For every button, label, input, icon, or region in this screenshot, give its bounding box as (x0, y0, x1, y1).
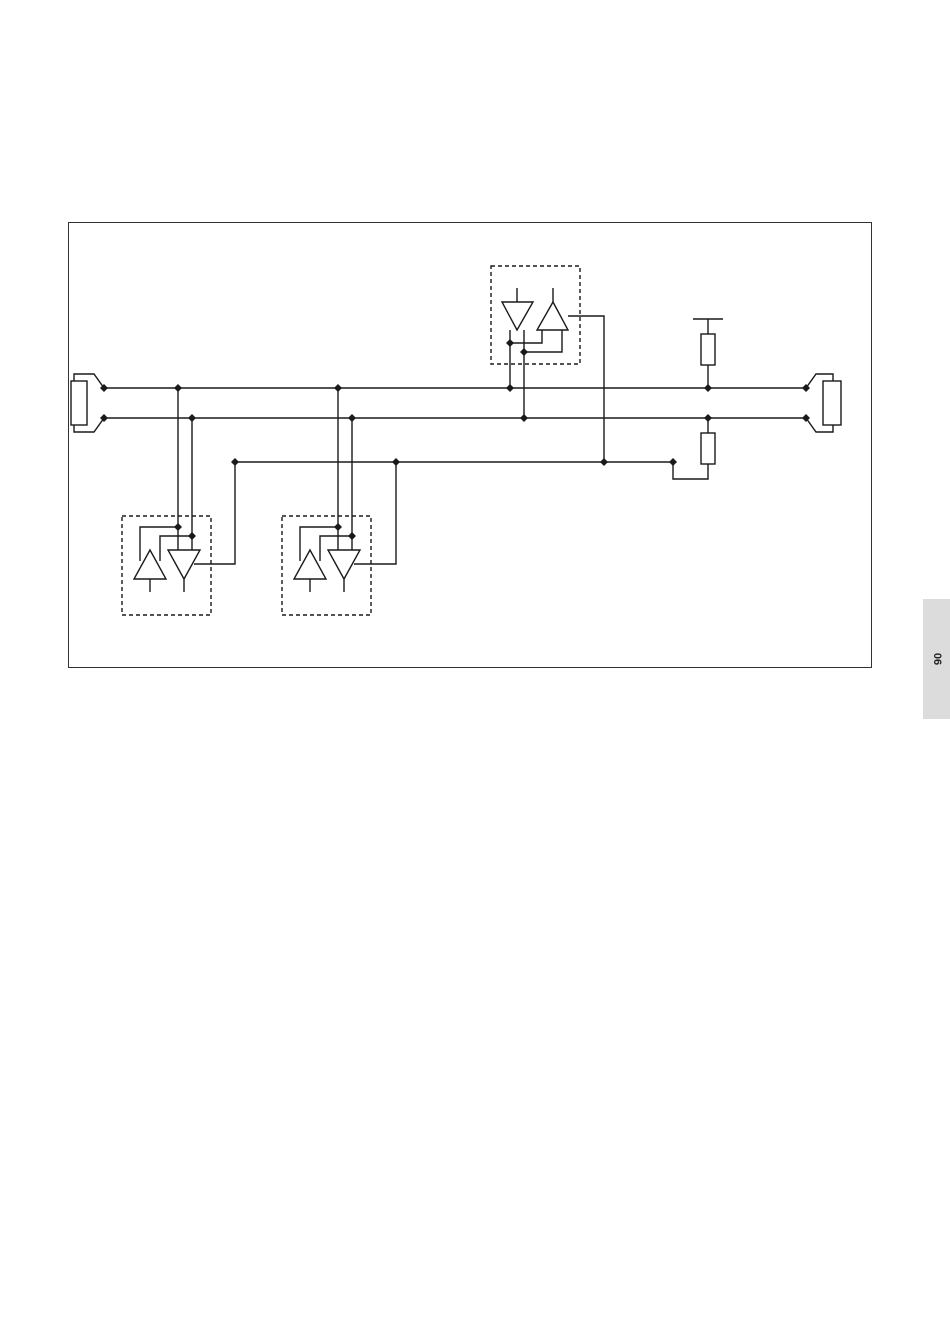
junction-dots (100, 339, 810, 540)
bus-schematic (68, 222, 872, 668)
transceiver-node-1 (122, 388, 235, 615)
schematic-frame (68, 222, 872, 668)
pull-up-resistor (693, 319, 723, 388)
chapter-side-tab: 06 (923, 599, 950, 719)
chapter-tab-label: 06 (931, 653, 943, 665)
diagram-border (69, 223, 872, 668)
transceiver-node-3 (491, 266, 604, 462)
left-bus-terminator (71, 374, 104, 432)
transceiver-node-2 (282, 388, 396, 615)
right-bus-terminator (806, 374, 841, 432)
pull-down-resistor (673, 418, 715, 479)
